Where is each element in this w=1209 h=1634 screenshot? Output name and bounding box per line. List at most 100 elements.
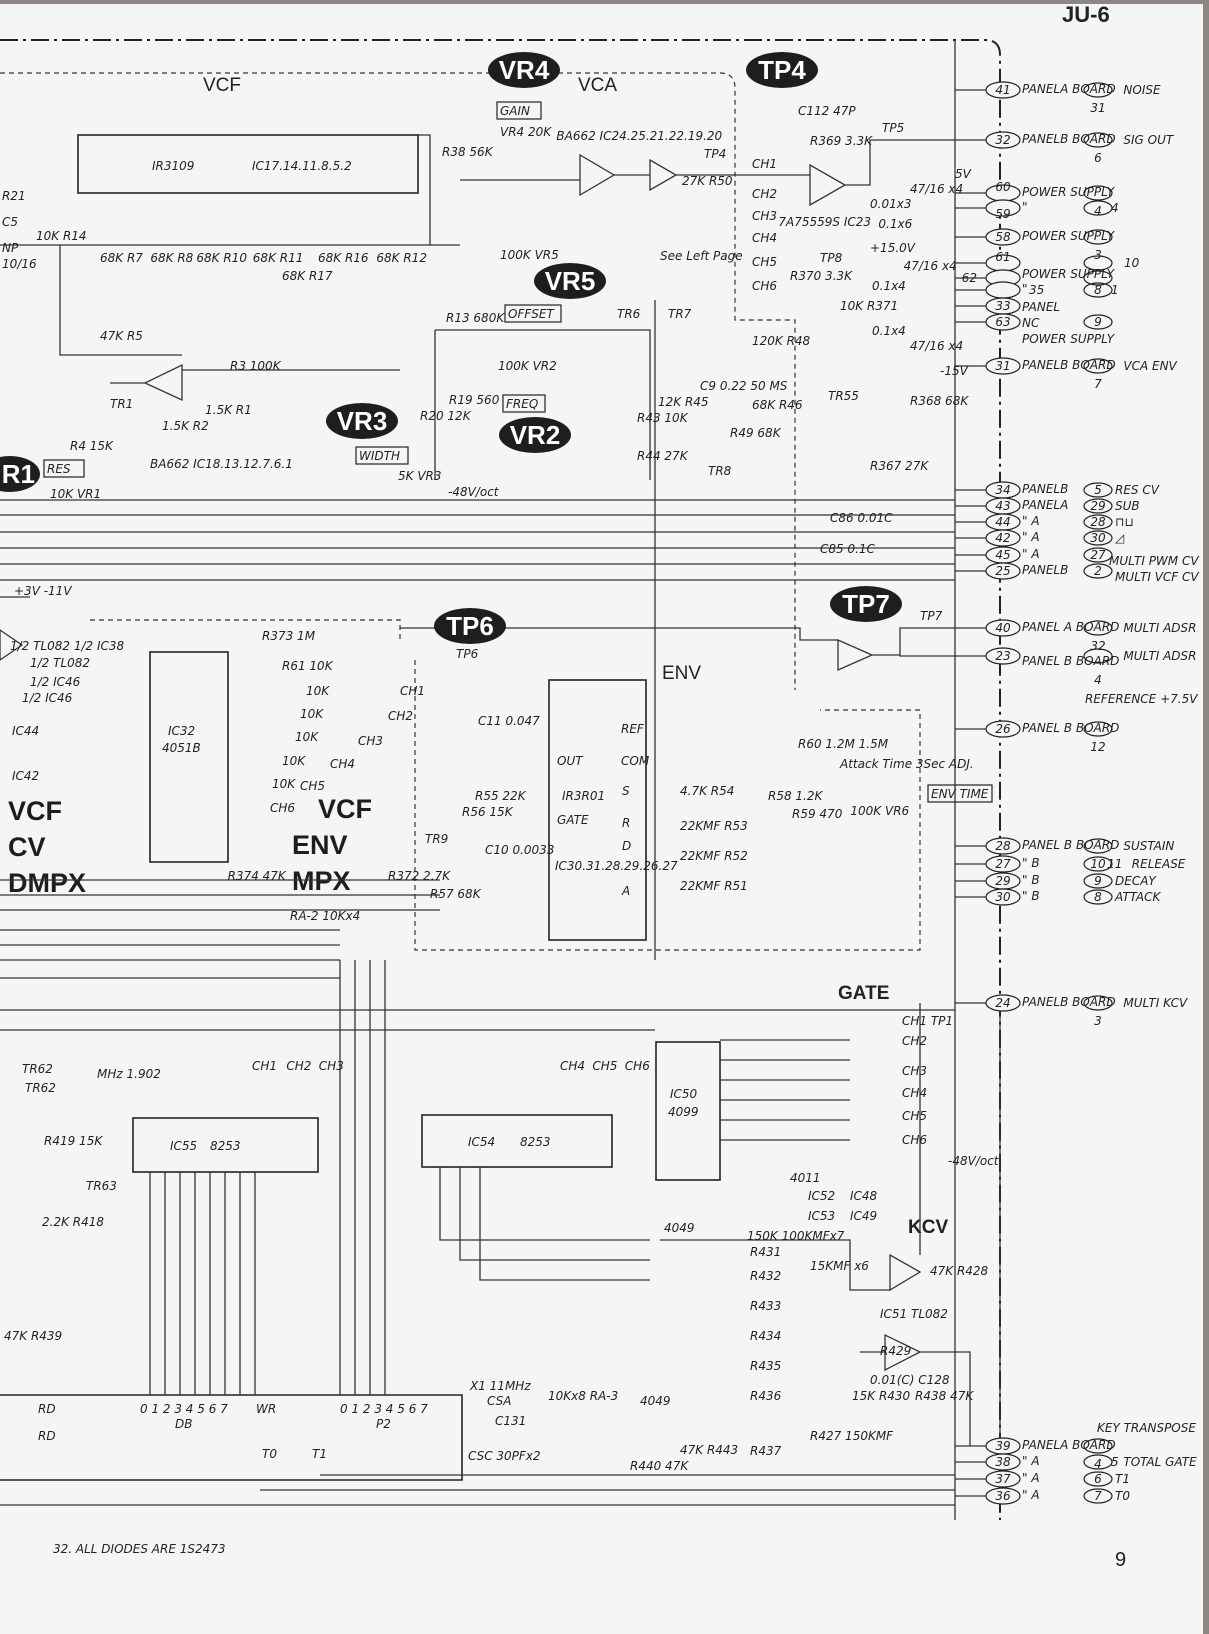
component-label: R433 — [750, 1299, 781, 1313]
component-label: 1.5K R2 — [162, 419, 209, 433]
mpx-section-outline — [90, 619, 401, 640]
component-label: R440 47K — [630, 1459, 689, 1473]
component-label: R49 68K — [730, 426, 782, 440]
left-edge-label: 10/16 — [2, 257, 37, 271]
badge-label: TP6 — [446, 611, 494, 641]
component-label: R370 3.3K — [790, 269, 853, 283]
component-label: TR9 — [425, 832, 448, 846]
component-label: 0.1x6 — [878, 217, 912, 231]
component-label: -48V/oct — [448, 485, 500, 499]
component-label: R59 470 — [792, 807, 843, 821]
component-label: 0.1x4 — [872, 324, 906, 338]
component-label: R436 — [750, 1389, 782, 1403]
component-label: 68K R16 — [318, 251, 369, 265]
section-vca: VCA — [578, 75, 617, 96]
component-label: 150K 100KMFx7 — [747, 1229, 845, 1243]
section-vcf: VCF — [203, 75, 241, 96]
ic-part: 4051B — [162, 741, 201, 755]
component-label: IC53 — [808, 1209, 835, 1223]
ic50-4099: IC50 4099 — [655, 1041, 721, 1181]
component-label: TR7 — [668, 307, 692, 321]
connector-pin-number: 36 — [995, 1489, 1011, 1503]
component-label: -15V — [940, 364, 969, 378]
connector-pin-number: 58 — [995, 230, 1011, 244]
component-label: IC51 TL082 — [880, 1307, 948, 1321]
rd-label: RD — [38, 1402, 56, 1416]
connector-board-label: " — [1022, 200, 1028, 214]
component-label: TP5 — [882, 121, 904, 135]
component-label: TP6 — [456, 647, 479, 661]
component-label: 68K R12 — [376, 251, 427, 265]
scan-border-right — [1203, 0, 1209, 1634]
component-label: CH2 — [752, 187, 777, 201]
component-label: 47K R443 — [680, 1443, 738, 1457]
boxed-label-text: WIDTH — [359, 449, 400, 463]
connector-signal-label: TOTAL GATE — [1123, 1455, 1197, 1469]
connector-remote-pin: 12 — [1090, 740, 1105, 754]
component-label: BA662 IC24.25.21.22.19.20 — [556, 129, 722, 143]
ic-name: IC32 — [168, 724, 195, 738]
connector-pin-62: 62"8 — [955, 269, 1113, 297]
component-label: TR62 — [25, 1081, 56, 1095]
component-label: R38 56K — [442, 145, 494, 159]
component-label: TR63 — [86, 1179, 117, 1193]
component-label: CH1 — [752, 157, 777, 171]
left-edge-label: C5 — [2, 215, 18, 229]
component-label: R374 47K — [228, 869, 287, 883]
component-label: TP8 — [820, 251, 843, 265]
component-label: R438 47K — [915, 1389, 974, 1403]
component-label: 68K R11 — [253, 251, 304, 265]
component-label: 0.01(C) C128 — [870, 1373, 950, 1387]
section-kcv: KCV — [908, 1217, 948, 1238]
boxed-label-env-time: ENV TIME — [927, 784, 993, 803]
component-label: D — [622, 839, 631, 853]
component-label: 47/16 x4 — [904, 259, 957, 273]
section-gate: GATE — [838, 983, 889, 1004]
connector-remote-pin: 8 — [1094, 890, 1102, 904]
component-label: CH5 — [752, 255, 777, 269]
connector-signal-label: MULTI PWM CV — [1109, 554, 1199, 568]
component-label: 10K — [282, 754, 306, 768]
connector-remote-pin: 6 — [1094, 151, 1102, 165]
left-edge-label: TR62 — [22, 1062, 53, 1076]
component-label: CH1 TP1 — [902, 1014, 953, 1028]
component-label: 10Kx8 RA-3 — [548, 1389, 618, 1403]
connector-board-label: PANEL B BOARD — [1022, 721, 1119, 735]
connector-remote-pin: 27 — [1090, 548, 1106, 562]
component-label: CH4 — [752, 231, 777, 245]
footnote: 32. ALL DIODES ARE 1S2473 — [53, 1542, 226, 1556]
connector-pin-number: 26 — [995, 722, 1011, 736]
component-label: CH6 — [270, 801, 295, 815]
connector-remote-pin: 9 — [1094, 315, 1102, 329]
badge-tp7: TP7 — [830, 586, 902, 622]
component-label: 7A75559S IC23 — [778, 215, 871, 229]
component-label: 47/16 x4 — [910, 339, 963, 353]
left-edge-label: 1/2 IC46 — [22, 691, 73, 705]
ic-name: IR3109 — [152, 159, 194, 173]
cpu-block: 0 1 2 3 4 5 6 7 DB WR 0 1 2 3 4 5 6 7 P2… — [0, 1394, 463, 1481]
component-label: CH2 — [902, 1034, 927, 1048]
component-label: CH4 — [330, 757, 355, 771]
badge-label: R1 — [2, 459, 35, 489]
connector-signal-label: SUSTAIN — [1123, 839, 1174, 853]
component-label: 5V — [955, 167, 972, 181]
component-label: 4.7K R54 — [680, 784, 734, 798]
connector-remote-pin: 3 — [1094, 1014, 1102, 1028]
vcf-env-mpx-line3: MPX — [292, 866, 351, 896]
component-label: 5K VR3 — [398, 469, 442, 483]
component-label: 47K R5 — [100, 329, 143, 343]
connector-signal-label: MULTI ADSR — [1123, 621, 1196, 635]
connector-signal-label: ◿ — [1114, 531, 1124, 545]
component-label: CH3 — [902, 1064, 927, 1078]
connector-pin-number: 28 — [995, 839, 1011, 853]
connector-pin-number: 32 — [995, 133, 1010, 147]
vcf-cv-dmpx-line3: DMPX — [8, 868, 86, 898]
connector-signal-label: VCA ENV — [1123, 359, 1177, 373]
